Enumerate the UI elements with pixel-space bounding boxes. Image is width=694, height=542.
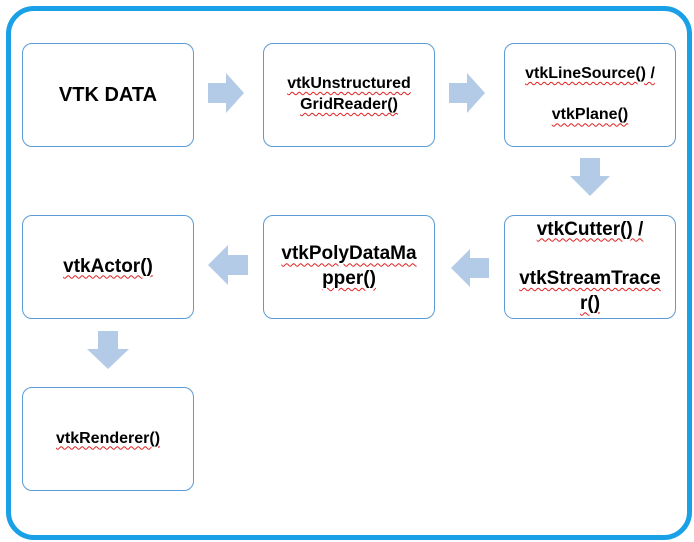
node-source: vtkLineSource() / vtkPlane() bbox=[504, 43, 676, 147]
arrow-down-2 bbox=[87, 331, 129, 369]
node-cutter-label-line1: vtkCutter() / bbox=[536, 218, 644, 240]
node-reader: vtkUnstructuredGridReader() bbox=[263, 43, 435, 147]
node-renderer-label: vtkRenderer() bbox=[55, 429, 161, 447]
node-cutter: vtkCutter() / vtkStreamTracer() bbox=[504, 215, 676, 319]
node-source-label-line2: vtkPlane() bbox=[551, 106, 629, 124]
node-renderer: vtkRenderer() bbox=[22, 387, 194, 491]
node-actor-label: vtkActor() bbox=[63, 255, 153, 277]
arrow-right-2 bbox=[449, 73, 485, 113]
node-actor: vtkActor() bbox=[22, 215, 194, 319]
arrow-right-1 bbox=[208, 73, 244, 113]
arrow-down-1 bbox=[570, 158, 610, 196]
node-source-label-line1: vtkLineSource() / bbox=[525, 64, 655, 82]
node-vtk-data: VTK DATA bbox=[22, 43, 194, 147]
node-mapper-label: vtkPolyDataMapper() bbox=[281, 243, 417, 289]
arrow-left-1 bbox=[208, 245, 248, 285]
node-mapper: vtkPolyDataMapper() bbox=[263, 215, 435, 319]
node-reader-label: vtkUnstructuredGridReader() bbox=[287, 75, 411, 113]
arrow-left-2 bbox=[451, 249, 489, 287]
node-vtk-data-label: VTK DATA bbox=[58, 84, 158, 106]
node-cutter-label-line2: vtkStreamTracer() bbox=[519, 268, 661, 314]
